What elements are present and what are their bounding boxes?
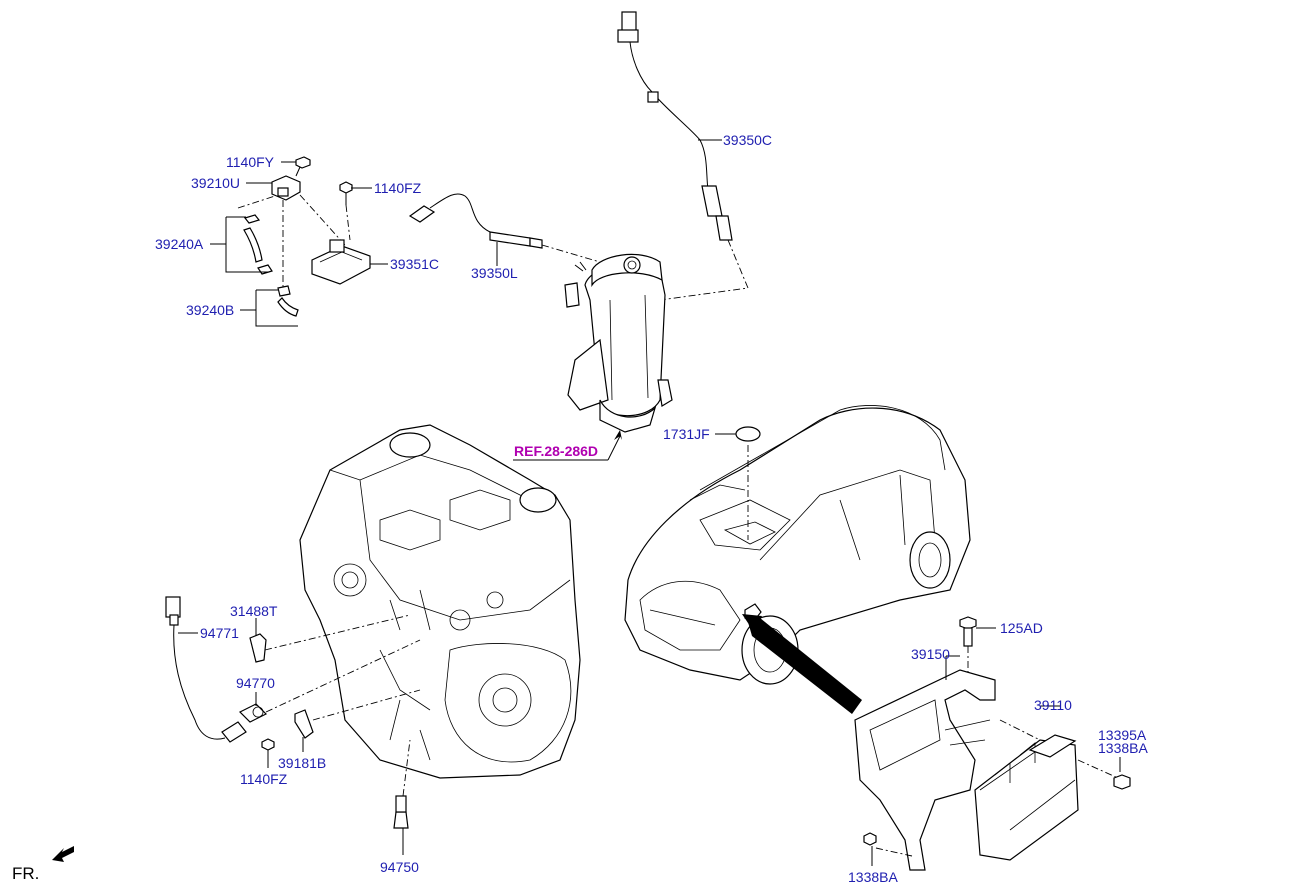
- part-label-1731JF[interactable]: 1731JF: [663, 426, 710, 442]
- part-label-125AD[interactable]: 125AD: [1000, 620, 1043, 636]
- part-label-39110[interactable]: 39110: [1034, 697, 1072, 713]
- part-label-94771[interactable]: 94771: [200, 625, 239, 641]
- part-label-39150[interactable]: 39150: [911, 646, 950, 662]
- knock-and-crank-sensors: [165, 596, 421, 855]
- part-label-94770[interactable]: 94770: [236, 675, 275, 691]
- part-label-1140FZ-bottom[interactable]: 1140FZ: [240, 771, 288, 787]
- grommet-1731JF: [715, 426, 761, 442]
- reference-label[interactable]: REF.28-286D: [514, 443, 598, 459]
- front-label: FR.: [12, 864, 39, 883]
- front-direction-indicator: FR.: [12, 846, 74, 883]
- ecu-assembly: [854, 616, 1131, 871]
- part-label-39240A[interactable]: 39240A: [155, 236, 204, 252]
- part-label-39351C[interactable]: 39351C: [390, 256, 439, 272]
- part-label-1338BA-bottom[interactable]: 1338BA: [848, 869, 898, 885]
- map-sensor-assembly: [237, 156, 371, 317]
- ref-leader: [513, 430, 622, 461]
- part-label-39210U[interactable]: 39210U: [191, 175, 240, 191]
- part-label-1140FY[interactable]: 1140FY: [226, 154, 275, 170]
- oxygen-sensor-rear: [617, 11, 749, 301]
- part-label-31488T[interactable]: 31488T: [230, 603, 278, 619]
- leaders-upper-left: [210, 161, 388, 327]
- engine-block: [299, 424, 581, 779]
- catalytic-converter: [564, 253, 673, 433]
- part-label-39240B[interactable]: 39240B: [186, 302, 234, 318]
- vehicle-illustration: [624, 405, 971, 685]
- part-label-94750[interactable]: 94750: [380, 859, 419, 875]
- ecu-location-arrow: [742, 614, 862, 714]
- part-label-13395A[interactable]: 13395A: [1098, 727, 1147, 743]
- part-label-39350C[interactable]: 39350C: [723, 132, 772, 148]
- part-label-1338BA-right[interactable]: 1338BA: [1098, 740, 1148, 756]
- part-label-1140FZ-top[interactable]: 1140FZ: [374, 180, 422, 196]
- leaders-lower-left: [178, 618, 304, 768]
- part-label-39350L[interactable]: 39350L: [471, 265, 518, 281]
- part-label-39181B[interactable]: 39181B: [278, 755, 326, 771]
- oxygen-sensor-front: [408, 193, 601, 266]
